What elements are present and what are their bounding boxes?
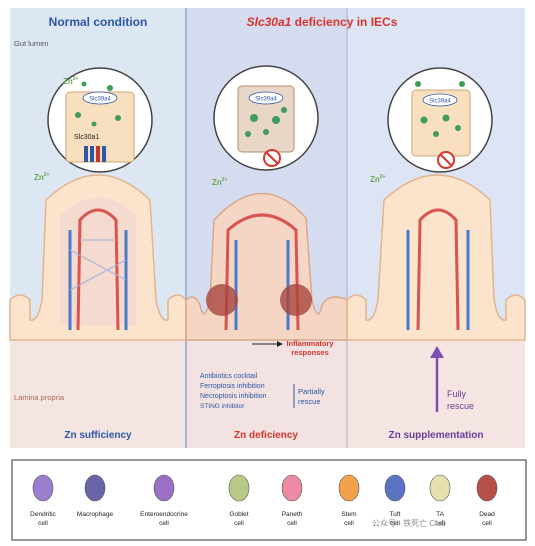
bottom-label-normal: Zn sufficiency (64, 430, 132, 441)
zoom-circle-deficiency: Slc39a4 (213, 65, 319, 171)
legend-label: Dead (479, 511, 495, 518)
legend-label: Enteroendocrine (140, 511, 188, 518)
zoom-circle-supplementation: Slc39a4 (387, 67, 493, 173)
legend-cell-icon (281, 474, 303, 502)
title-deficiency-rest: deficiency in IECs (295, 15, 398, 29)
inflammatory-label-2: responses (291, 348, 329, 357)
legend-item: Dendritic cell (30, 474, 57, 527)
legend-item: Enteroendocrine cell (140, 474, 188, 527)
bottom-label-deficiency: Zn deficiency (234, 430, 298, 441)
legend-cell-icon (338, 474, 360, 502)
partial-rescue-label-1: Partially (298, 387, 325, 396)
partial-rescue-label-2: rescue (298, 397, 321, 406)
legend-box (11, 459, 527, 541)
title-deficiency: Slc30a1 deficiency in IECs (247, 15, 398, 29)
zn-label-deficiency: Zn2+ (212, 177, 228, 187)
legend-item: Macrophage (77, 474, 114, 518)
inflammatory-label-1: Inflammatory (286, 339, 334, 348)
full-rescue-label-2: rescue (447, 401, 474, 411)
legend-label-line2: cell (159, 520, 169, 527)
zn-label-circle-normal: Zn2+ (63, 76, 79, 86)
legend-cell-icon (384, 474, 406, 502)
title-deficiency-gene: Slc30a1 (247, 15, 292, 29)
transporter-in-label-2: Slc39a4 (255, 97, 277, 103)
gut-lumen-label: Gut lumen (14, 39, 49, 48)
title-normal: Normal condition (49, 15, 148, 29)
zn-label-normal: Zn2+ (34, 172, 50, 182)
legend-label-line2: cell (287, 520, 297, 527)
legend-label: Goblet (229, 511, 248, 518)
zn-label-supplementation: Zn2+ (370, 174, 386, 184)
treatment-item: Ferroptosis inhibition (200, 383, 265, 390)
transporter-in-label-3: Slc39a4 (429, 99, 451, 105)
legend-item: TA cell (429, 474, 451, 527)
legend-label-line2: cell (390, 520, 400, 527)
bottom-label-supplementation: Zn supplementation (389, 430, 484, 441)
legend-cell-icon (476, 474, 498, 502)
transporter-out-label: Slc30a1 (74, 134, 99, 141)
legend-cell-icon (429, 474, 451, 502)
treatment-item: Necroptosis inhibition (200, 393, 267, 400)
watermark: 公众号 · 铁死亡 Club (372, 518, 446, 528)
legend-cell-icon (84, 474, 106, 502)
legend-cell-icon (228, 474, 250, 502)
zoom-circle-normal: Slc39a4 Slc30a1 (47, 67, 153, 173)
legend-item: Stem cell (338, 474, 360, 527)
treatment-list: Antibiotics cocktail Ferroptosis inhibit… (200, 373, 267, 410)
legend-label: Tuft (390, 511, 401, 518)
legend-item: Goblet cell (228, 474, 250, 527)
villus-normal (9, 174, 187, 341)
legend-label: Dendritic (30, 511, 56, 518)
legend-label-line2: cell (482, 520, 492, 527)
legend-cell-icon (32, 474, 54, 502)
legend-item: Dead cell (476, 474, 498, 527)
lamina-propria-label: Lamina propria (14, 393, 65, 402)
legend-label-line2: cell (38, 520, 48, 527)
legend-label: Macrophage (77, 511, 114, 518)
legend-label-line2: cell (234, 520, 244, 527)
legend-label: Paneth (282, 511, 303, 518)
transporter-in-label-1: Slc39a4 (89, 97, 111, 103)
treatment-item: STING inhibitor (200, 403, 245, 410)
treatment-item: Antibiotics cocktail (200, 373, 258, 380)
legend-label: TA (436, 511, 444, 518)
legend-items: Dendritic cell Macrophage Enteroendocrine ce… (30, 474, 498, 527)
legend-label-line2: cell (435, 520, 445, 527)
legend-cell-icon (153, 474, 175, 502)
legend-label: Stem (341, 511, 356, 518)
legend-label-line2: cell (344, 520, 354, 527)
full-rescue-label-1: Fully (447, 389, 467, 399)
villus-supplementation (346, 174, 526, 341)
legend-item: Paneth cell (281, 474, 303, 527)
villus-deficiency (185, 192, 348, 341)
legend-item: Tuft cell (384, 474, 406, 527)
